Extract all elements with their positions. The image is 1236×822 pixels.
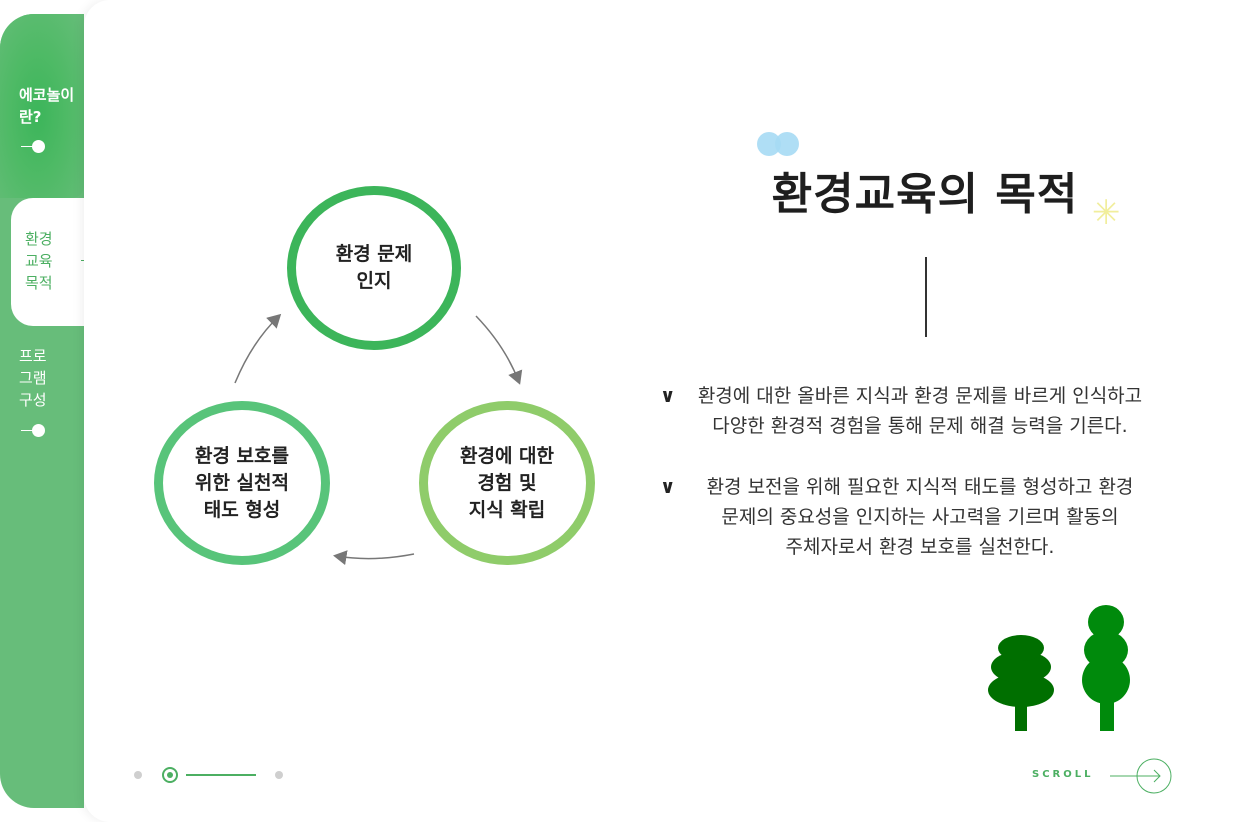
- cycle-step-2: 환경에 대한 경험 및 지식 확립: [419, 401, 595, 565]
- purpose-text: 환경 보전을 위해 필요한 지식적 태도를 형성하고 환경 문제의 중요성을 인…: [706, 476, 1134, 558]
- page-title: 환경교육의 목적: [771, 169, 1079, 220]
- nav-item-label: 에코놀이 란?: [19, 86, 75, 126]
- purpose-item: ∨ 환경에 대한 올바른 지식과 환경 문제를 바르게 인식하고 다양한 환경적…: [660, 381, 1180, 441]
- cycle-step-label: 환경 문제 인지: [335, 243, 413, 292]
- page-dot-1[interactable]: [134, 771, 142, 779]
- page-dot-2-active[interactable]: [162, 767, 178, 783]
- check-icon: ∨: [660, 385, 676, 407]
- nav-marker-icon: [21, 140, 45, 153]
- cycle-step-3: 환경 보호를 위한 실천적 태도 형성: [154, 401, 330, 565]
- nav-item-program-structure[interactable]: 프로 그램 구성: [19, 345, 81, 437]
- cycle-step-label: 환경 보호를 위한 실천적 태도 형성: [194, 444, 289, 521]
- nav-item-about-ecoplay[interactable]: 에코놀이 란?: [19, 84, 81, 153]
- nav-marker-icon: [21, 424, 45, 437]
- tree-right-icon: [1082, 605, 1130, 731]
- check-icon: ∨: [660, 476, 676, 498]
- nav-highlight-background: [0, 14, 84, 198]
- purpose-text: 환경에 대한 올바른 지식과 환경 문제를 바르게 인식하고 다양한 환경적 경…: [697, 385, 1143, 437]
- pagination: [130, 766, 290, 784]
- star-icon: ✳: [1092, 193, 1121, 233]
- arrow-right-icon: [1110, 758, 1172, 794]
- tree-illustration-icon: [988, 605, 1130, 731]
- scroll-button[interactable]: SCROLL: [1032, 758, 1174, 794]
- scroll-label: SCROLL: [1032, 769, 1094, 780]
- page-progress-bar: [186, 774, 256, 776]
- cycle-step-1: 환경 문제 인지: [287, 186, 461, 350]
- page-dot-3[interactable]: [275, 771, 283, 779]
- nav-item-label: 환경 교육 목적: [25, 230, 53, 292]
- tree-left-icon: [988, 635, 1054, 731]
- bubble-decoration-icon: [757, 132, 799, 156]
- purpose-item: ∨ 환경 보전을 위해 필요한 지식적 태도를 형성하고 환경 문제의 중요성을…: [660, 472, 1180, 562]
- cycle-step-label: 환경에 대한 경험 및 지식 확립: [459, 444, 554, 521]
- title-divider: [925, 257, 927, 337]
- nav-item-label: 프로 그램 구성: [19, 347, 47, 409]
